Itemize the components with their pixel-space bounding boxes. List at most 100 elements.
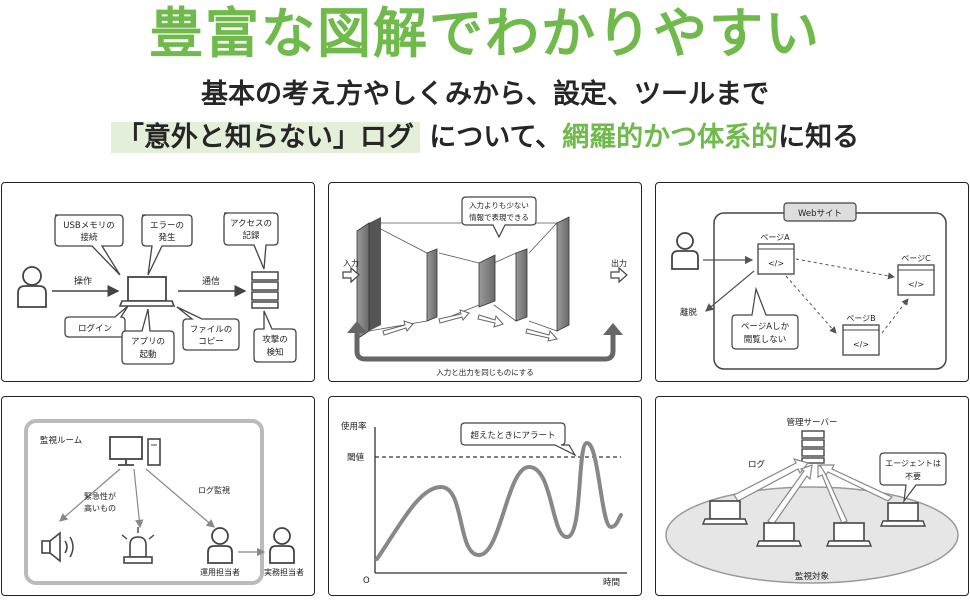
subtitle-line-2: 「意外と知らない」ログ について、網羅的かつ体系的に知る	[0, 118, 970, 158]
x-axis-label: 時間	[603, 578, 620, 588]
layer-wall-1	[356, 217, 381, 340]
compress-callout: 入力よりも少ない 情報で表現できる	[461, 196, 537, 239]
page-c-window: </>	[897, 264, 935, 296]
speaker-icon	[41, 531, 74, 563]
code-icon: </>	[768, 259, 784, 268]
bottom-label: 入力と出力を同じものにする	[436, 367, 534, 377]
target-label: 監視対象	[795, 571, 830, 582]
subtitle-end: に知る	[778, 122, 860, 153]
svg-text:不要: 不要	[905, 472, 921, 481]
monitor-pc-icon	[109, 436, 161, 466]
svg-text:起動: 起動	[139, 349, 156, 360]
code-icon: </>	[853, 340, 869, 349]
svg-text:閲覧しない: 閲覧しない	[744, 334, 787, 345]
user-icon	[671, 232, 699, 270]
usage-curve	[375, 440, 623, 561]
svg-text:超えたときにアラート: 超えたときにアラート	[470, 430, 555, 441]
error-bubble: エラーの 発生	[141, 214, 193, 276]
manager-server-icon	[801, 430, 825, 464]
login-bubble: ログイン	[64, 305, 129, 338]
log-flow-arrows	[733, 458, 894, 526]
layer-wall-3	[478, 254, 496, 308]
svg-text:ファイルの: ファイルの	[190, 325, 233, 335]
svg-text:エージェントは: エージェントは	[885, 459, 941, 468]
layer-wall-4	[515, 248, 528, 322]
page-a-label: ページA	[760, 233, 790, 242]
origin-label: O	[363, 576, 370, 586]
panel-agentless-monitoring: 監視対象 管理サーバー ログ エージェントは 不要	[655, 396, 969, 596]
only-page-a-bubble: ページAしか 閲覧しない	[731, 286, 799, 350]
subtitle-mid: について、	[429, 122, 563, 153]
server-icon	[251, 271, 279, 309]
svg-text:検知: 検知	[266, 347, 283, 358]
svg-text:コピー: コピー	[198, 337, 224, 347]
svg-text:Webサイト: Webサイト	[798, 209, 842, 219]
layer-wall-2	[426, 248, 438, 322]
panel-log-sources: 操作 通信 USBメモリの 接続 エラーの 発生 アクセスの 記録 ログイン ア…	[1, 182, 315, 382]
panel-autoencoder: 入力よりも少ない 情報で表現できる 入力 出力 入力と出力を同じものにする	[328, 182, 642, 382]
attack-bubble: 攻撃の 検知	[253, 310, 297, 363]
panel-web-navigation: Webサイト 離脱 ページA </> ページC </> ページB </> ページ…	[655, 182, 969, 382]
input-label: 入力	[343, 258, 359, 268]
biz-person-label: 実務担当者	[264, 567, 304, 577]
highlight-phrase: 「意外と知らない」ログ	[110, 122, 420, 153]
laptop-icon	[879, 502, 927, 527]
svg-text:ログイン: ログイン	[78, 323, 112, 334]
svg-text:アプリの: アプリの	[131, 337, 165, 347]
comm-label: 通信	[202, 275, 220, 287]
op-label: 操作	[74, 275, 92, 287]
subtitle-line-1: 基本の考え方やしくみから、設定、ツールまで	[200, 79, 770, 110]
input-arrow-icon	[342, 266, 360, 284]
svg-text:接続: 接続	[80, 232, 98, 243]
room-label: 監視ルーム	[40, 435, 82, 446]
svg-text:攻撃の: 攻撃の	[262, 334, 288, 345]
log-label: ログ	[748, 459, 766, 470]
layer-wall-5	[556, 216, 570, 332]
panel-threshold-chart: 使用率 閾値 O 時間 超えたときにアラート	[328, 396, 642, 596]
green-phrase: 網羅的かつ体系的	[562, 122, 779, 153]
svg-text:アクセスの: アクセスの	[230, 219, 272, 229]
room-frame	[24, 419, 264, 585]
output-arrow-icon	[610, 266, 628, 284]
svg-text:USBメモリの: USBメモリの	[63, 221, 114, 231]
svg-text:発生: 発生	[158, 232, 176, 243]
panel-monitoring-room: 監視ルーム 緊急性が 高いもの ログ監視 運用担当者 実務担当者	[1, 396, 315, 596]
log-monitor-label: ログ監視	[198, 485, 230, 495]
urgent-line-1: 緊急性が	[84, 491, 116, 501]
user-icon	[17, 266, 47, 308]
svg-text:情報で表現できる: 情報で表現できる	[469, 212, 529, 222]
output-label: 出力	[611, 258, 627, 268]
flow-arrows	[382, 309, 558, 342]
access-bubble: アクセスの 記録	[223, 212, 279, 270]
ops-person-icon	[207, 527, 233, 564]
svg-text:ページAしか: ページAしか	[741, 322, 790, 332]
leave-label: 離脱	[680, 307, 698, 318]
page-b-label: ページB	[846, 314, 875, 323]
page-a-window: </>	[757, 243, 795, 275]
laptop-icon	[825, 522, 873, 547]
biz-person-icon	[269, 527, 295, 564]
loop-arrow-icon	[347, 321, 623, 362]
headline: 豊富な図解でわかりやすい	[149, 2, 821, 65]
ops-person-label: 運用担当者	[200, 567, 240, 577]
alert-callout: 超えたときにアラート	[460, 422, 577, 457]
y-axis-label: 使用率	[341, 421, 367, 432]
urgent-line-2: 高いもの	[84, 503, 116, 513]
svg-text:入力よりも少ない: 入力よりも少ない	[469, 200, 529, 210]
svg-text:エラーの: エラーの	[150, 221, 184, 231]
file-bubble: ファイルの コピー	[176, 306, 240, 351]
laptop-icon	[755, 522, 803, 547]
usb-bubble: USBメモリの 接続	[54, 214, 124, 276]
website-label-tab: Webサイト	[783, 202, 857, 222]
app-bubble: アプリの 起動	[121, 308, 175, 365]
alarm-light-icon	[121, 527, 155, 564]
code-icon: </>	[908, 280, 924, 289]
page-b-window: </>	[842, 324, 880, 356]
page-c-label: ページC	[901, 254, 931, 263]
agent-callout: エージェントは 不要	[879, 452, 947, 504]
server-label: 管理サーバー	[787, 417, 838, 428]
threshold-label: 閾値	[347, 452, 365, 463]
svg-text:記録: 記録	[242, 230, 260, 241]
laptop-icon	[701, 500, 749, 525]
laptop-icon	[118, 276, 176, 307]
